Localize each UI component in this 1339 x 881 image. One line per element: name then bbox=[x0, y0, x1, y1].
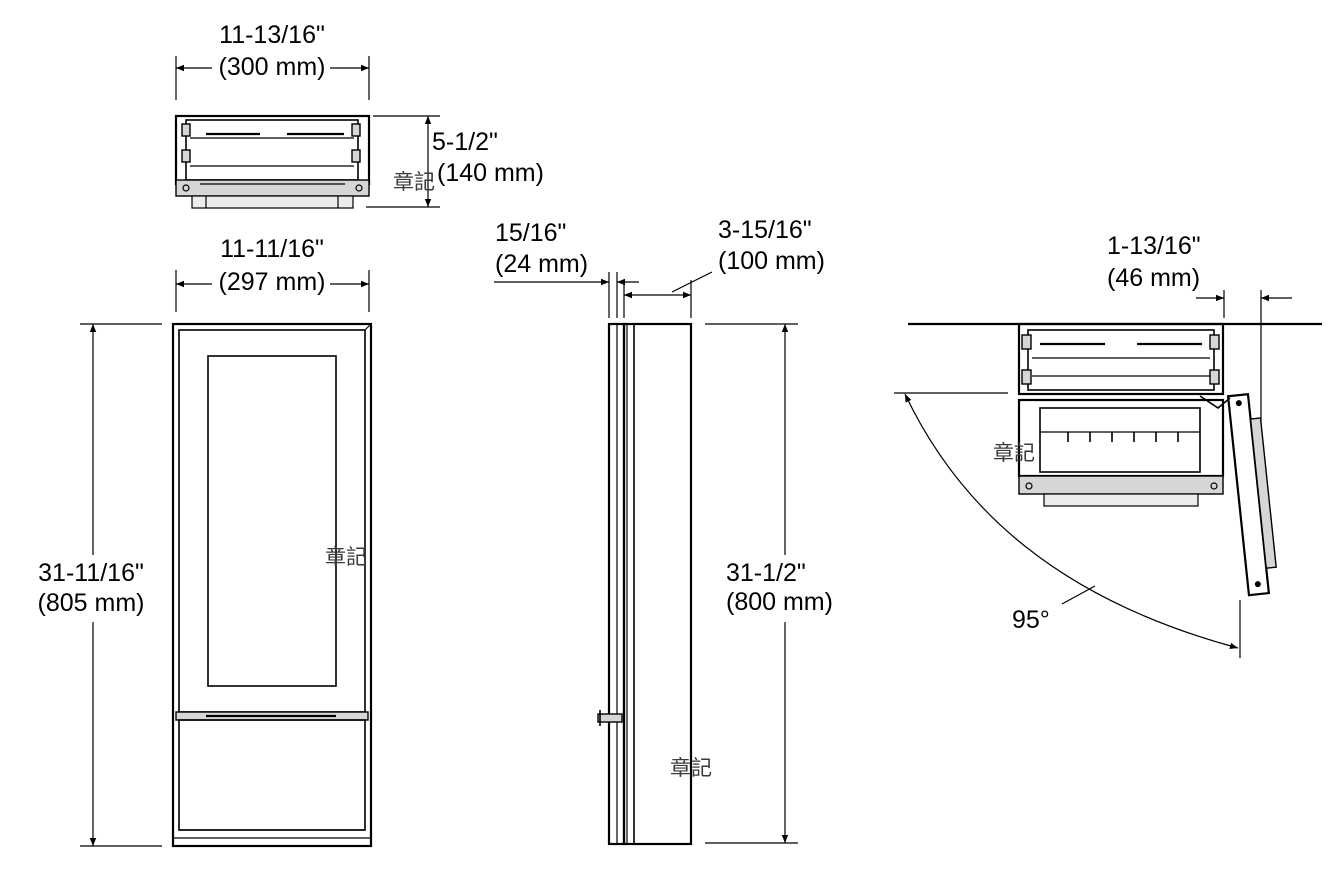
front-width-metric: (297 mm) bbox=[219, 268, 326, 296]
door-offset-metric: (46 mm) bbox=[1107, 264, 1200, 292]
top-width-metric: (300 mm) bbox=[219, 53, 326, 81]
side-depth-imperial: 3-15/16" bbox=[718, 216, 812, 244]
front-height-metric: (805 mm) bbox=[38, 589, 145, 617]
top-width-imperial: 11-13/16" bbox=[219, 21, 325, 49]
door-swing-view: 1-13/16" (46 mm) bbox=[894, 232, 1322, 658]
front-height-imperial: 31-11/16" bbox=[38, 559, 144, 587]
side-view: 15/16" (24 mm) 3-15/16" (100 mm) 31-1/2"… bbox=[494, 216, 833, 846]
watermark-front: 章記 bbox=[325, 545, 367, 569]
watermark-top: 章記 bbox=[393, 170, 435, 194]
front-view: 11-11/16" (297 mm) 31-11/16" (805 mm) bbox=[38, 235, 373, 848]
side-height-imperial: 31-1/2" bbox=[726, 559, 806, 587]
swing-angle-label: 95° bbox=[1012, 606, 1050, 634]
door-offset-imperial: 1-13/16" bbox=[1107, 232, 1201, 260]
side-height-metric: (800 mm) bbox=[726, 588, 833, 616]
door-thickness-metric: (24 mm) bbox=[495, 250, 588, 278]
top-view: 11-13/16" (300 mm) 5-1/2" (140 mm) bbox=[174, 21, 544, 209]
top-depth-imperial: 5-1/2" bbox=[432, 128, 498, 156]
top-depth-metric: (140 mm) bbox=[437, 159, 544, 187]
watermark-swing: 章記 bbox=[993, 441, 1035, 465]
door-thickness-imperial: 15/16" bbox=[495, 219, 566, 247]
side-depth-metric: (100 mm) bbox=[718, 247, 825, 275]
watermark-side: 章記 bbox=[670, 756, 712, 780]
front-width-imperial: 11-11/16" bbox=[220, 235, 324, 263]
